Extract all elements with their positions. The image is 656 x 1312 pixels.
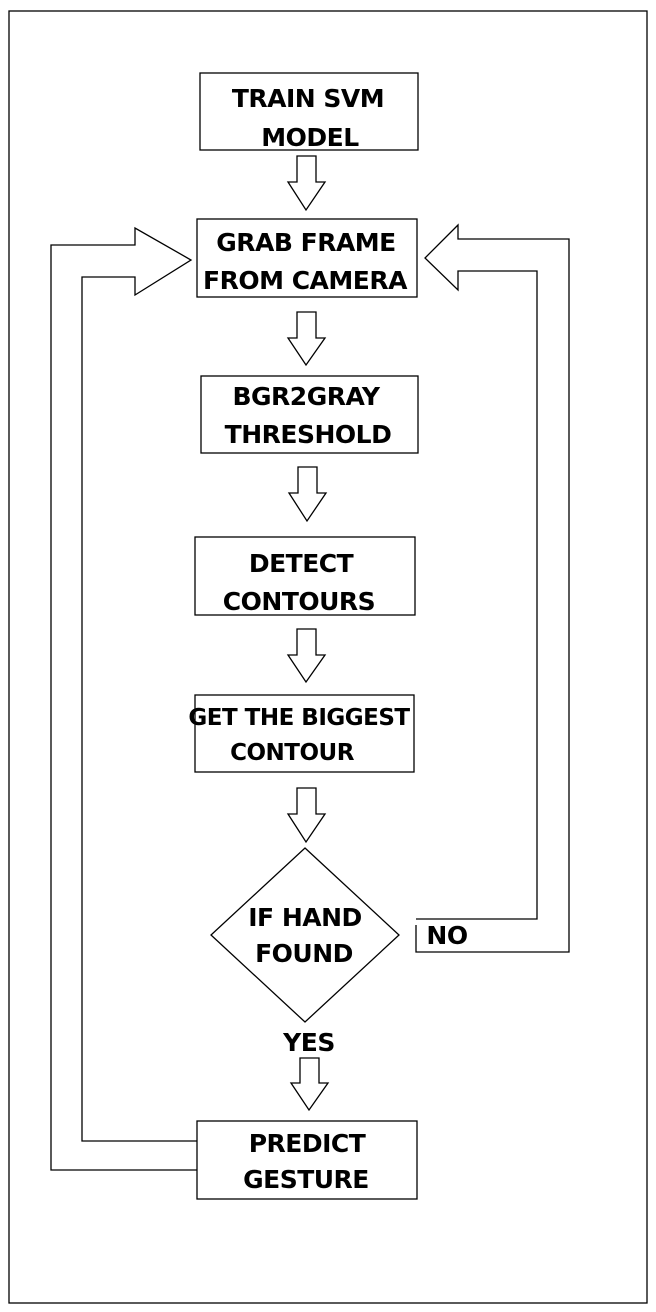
- node-detect-contours-line2: CONTOURS: [223, 587, 375, 616]
- node-bgr2gray-threshold-line2: THRESHOLD: [225, 420, 392, 449]
- node-bgr2gray-threshold-line1: BGR2GRAY: [232, 382, 380, 411]
- node-grab-frame-line2: FROM CAMERA: [203, 266, 408, 295]
- arrow-down-2: [286, 311, 327, 367]
- arrow-down-3: [287, 466, 328, 523]
- node-predict-gesture-line2: GESTURE: [243, 1165, 369, 1194]
- arrow-down-5: [286, 787, 327, 844]
- node-get-biggest-contour-line2: CONTOUR: [230, 740, 355, 766]
- node-grab-frame-line1: GRAB FRAME: [216, 228, 396, 257]
- arrow-down-4: [286, 628, 327, 684]
- node-train-svm-model-line2: MODEL: [261, 123, 359, 152]
- node-predict-gesture: PREDICT GESTURE: [196, 1120, 418, 1200]
- no-label: NO: [426, 921, 467, 950]
- node-train-svm-model-line1: TRAIN SVM: [232, 84, 384, 113]
- loop-left-connector: [50, 226, 197, 1171]
- yes-label: YES: [282, 1028, 335, 1057]
- arrow-down-6: [289, 1057, 330, 1112]
- node-get-biggest-contour: GET THE BIGGEST CONTOUR: [188, 694, 415, 773]
- node-get-biggest-contour-line1: GET THE BIGGEST: [188, 705, 410, 731]
- node-if-hand-found-line1: IF HAND: [248, 903, 362, 932]
- node-bgr2gray-threshold: BGR2GRAY THRESHOLD: [200, 375, 419, 454]
- node-if-hand-found-line2: FOUND: [255, 939, 353, 968]
- node-detect-contours-line1: DETECT: [249, 549, 354, 578]
- diagram-frame: [8, 10, 648, 1304]
- node-train-svm-model: TRAIN SVM MODEL: [199, 72, 419, 152]
- node-grab-frame: GRAB FRAME FROM CAMERA: [196, 218, 418, 298]
- node-if-hand-found: IF HAND FOUND: [210, 847, 400, 1023]
- arrow-down-1: [286, 155, 327, 212]
- loop-right-connector: [415, 223, 570, 953]
- node-predict-gesture-line1: PREDICT: [249, 1129, 366, 1158]
- node-detect-contours: DETECT CONTOURS: [194, 536, 416, 616]
